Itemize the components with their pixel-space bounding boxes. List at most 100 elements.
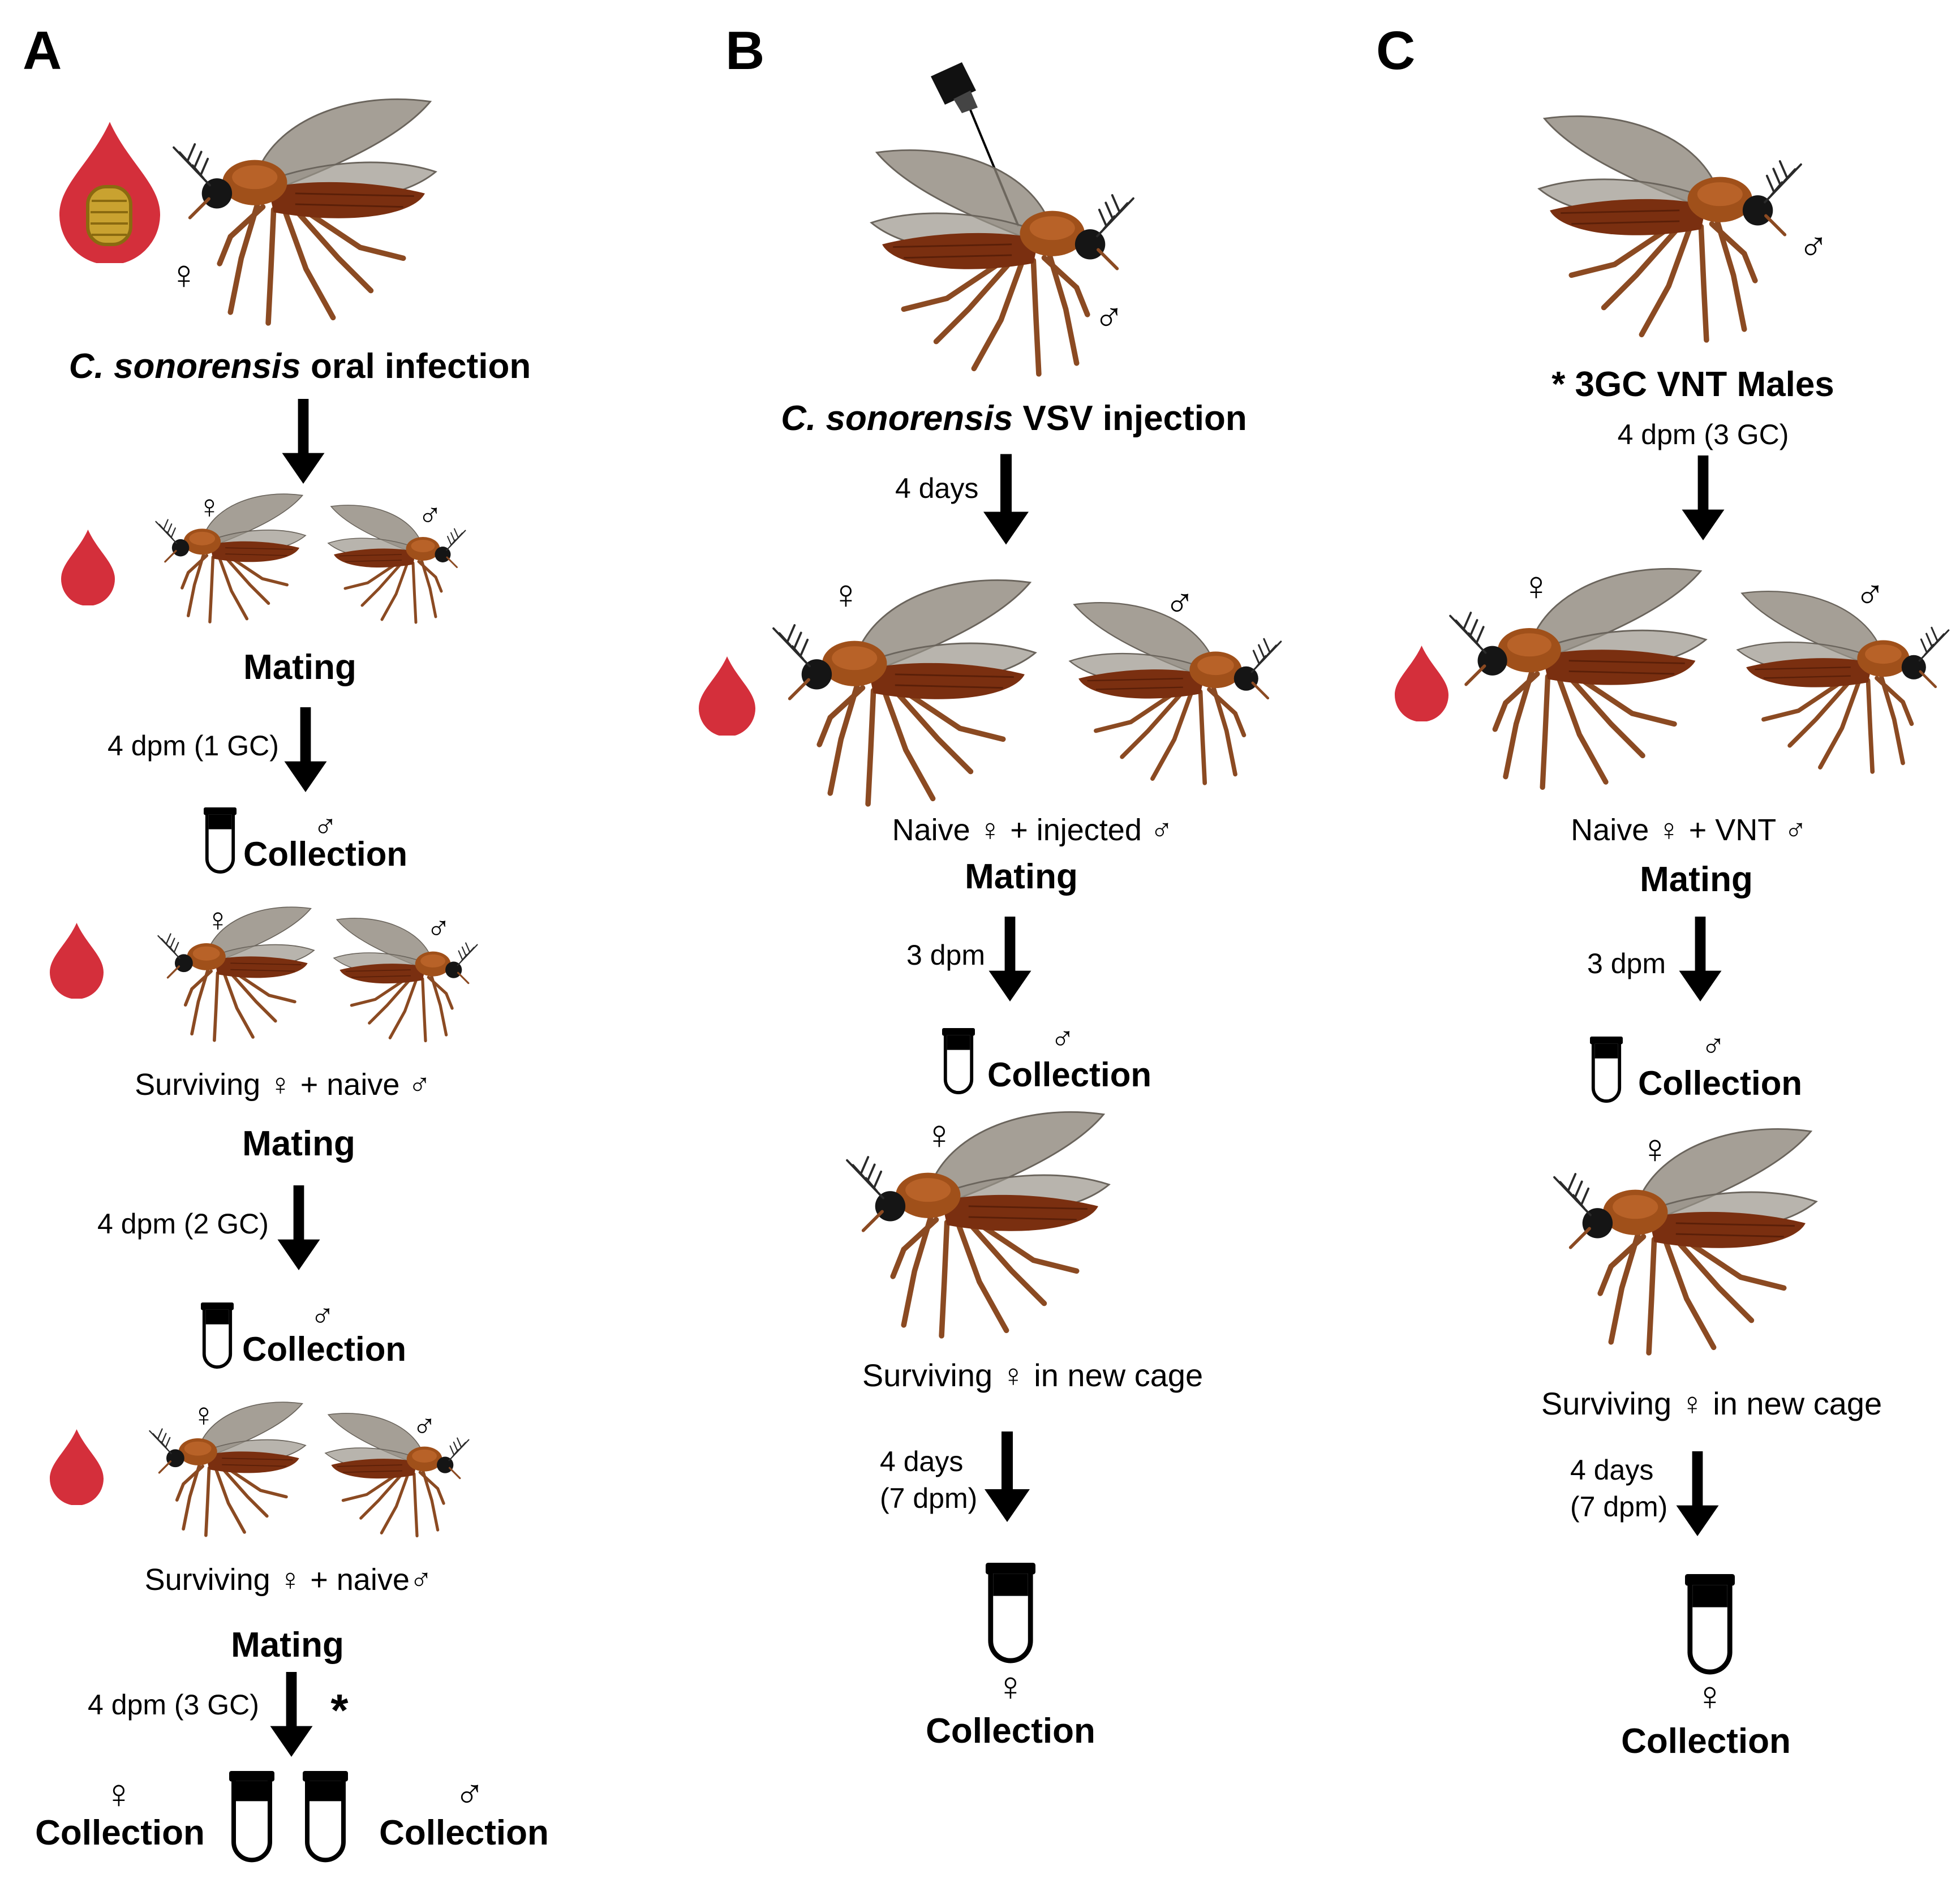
blood-drop-icon bbox=[61, 530, 115, 605]
mating-label: Mating bbox=[242, 1124, 355, 1163]
flow-arrow bbox=[1679, 917, 1722, 1001]
collection-tube-icon bbox=[1685, 1574, 1735, 1672]
male-symbol: ♂ bbox=[418, 497, 442, 534]
collection-label: Collection bbox=[1638, 1064, 1802, 1102]
panel-a-title: C. sonorensis oral infection bbox=[69, 347, 531, 386]
pair-label: Surviving ♀ + naive ♂ bbox=[135, 1068, 431, 1102]
significance-asterisk: * bbox=[330, 1685, 349, 1735]
male-symbol: ♂ bbox=[1164, 581, 1195, 626]
step-label: 4 dpm (1 GC) bbox=[108, 730, 279, 762]
blood-drop-icon bbox=[699, 656, 755, 736]
step-label: 4 dpm (3 GC) bbox=[1618, 419, 1789, 450]
blood-drop-icon bbox=[50, 923, 104, 999]
flow-arrow bbox=[270, 1672, 313, 1757]
female-symbol: ♀ bbox=[1521, 564, 1551, 609]
flow-arrow bbox=[282, 399, 325, 484]
step-label: 3 dpm bbox=[906, 939, 985, 971]
male-midge-icon bbox=[1738, 591, 1949, 772]
female-midge-icon bbox=[149, 1402, 306, 1535]
collection-label: Collection bbox=[1621, 1722, 1791, 1761]
panel-a: A ♀ C. sonorensis oral infection ♀ ♂ Mat… bbox=[23, 20, 549, 1860]
male-symbol: ♂ bbox=[1798, 224, 1829, 269]
flow-arrow bbox=[983, 454, 1029, 545]
step-label: 3 dpm bbox=[1587, 948, 1666, 979]
female-midge-icon bbox=[773, 580, 1035, 804]
blood-drop-icon bbox=[50, 1429, 104, 1505]
collection-tube-icon bbox=[204, 807, 237, 872]
female-midge-icon bbox=[158, 907, 314, 1040]
panel-a-letter: A bbox=[23, 20, 62, 81]
male-symbol: ♂ bbox=[454, 1772, 485, 1817]
male-symbol: ♂ bbox=[426, 910, 451, 947]
surviving-label: Surviving ♀ in new cage bbox=[1541, 1386, 1882, 1421]
male-midge-icon bbox=[334, 918, 478, 1041]
surviving-label: Surviving ♀ in new cage bbox=[862, 1357, 1203, 1393]
flow-arrow bbox=[1676, 1451, 1719, 1536]
flow-arrow bbox=[1682, 455, 1725, 540]
collection-label-male: Collection bbox=[379, 1813, 549, 1852]
collection-tube-icon bbox=[303, 1771, 348, 1860]
panel-c: C ♂ * 3GC VNT Males 4 dpm (3 GC) ♀ ♂ Nai… bbox=[1376, 20, 1949, 1761]
injection-needle-icon bbox=[931, 62, 1020, 227]
male-symbol: ♂ bbox=[1855, 572, 1885, 617]
male-symbol: ♂ bbox=[313, 808, 338, 845]
male-midge-icon bbox=[1070, 603, 1281, 783]
step-label: (7 dpm) bbox=[1570, 1491, 1667, 1523]
pair-label: Naive ♀ + injected ♂ bbox=[892, 813, 1174, 847]
collection-tube-icon bbox=[1590, 1037, 1623, 1101]
male-midge-icon bbox=[328, 505, 466, 622]
female-symbol: ♀ bbox=[169, 252, 199, 298]
panel-b: B ♂ C. sonorensis VSV injection 4 days ♀… bbox=[699, 20, 1281, 1751]
female-midge-icon bbox=[1554, 1129, 1816, 1353]
female-midge-icon bbox=[1450, 569, 1706, 787]
female-symbol: ♀ bbox=[1640, 1127, 1670, 1172]
flow-arrow bbox=[277, 1185, 320, 1270]
flow-arrow bbox=[985, 1431, 1030, 1522]
step-label: 4 days bbox=[880, 1446, 963, 1477]
step-label: 4 dpm (2 GC) bbox=[97, 1208, 269, 1240]
male-midge-icon bbox=[1539, 116, 1801, 340]
step-label: 4 days bbox=[895, 472, 978, 504]
male-symbol: ♂ bbox=[1094, 295, 1124, 340]
panel-c-title: * 3GC VNT Males bbox=[1551, 365, 1834, 404]
collection-tube-icon bbox=[201, 1302, 234, 1367]
step-label: 4 dpm (3 GC) bbox=[88, 1689, 259, 1721]
mating-label: Mating bbox=[231, 1626, 344, 1665]
collection-label: Collection bbox=[243, 835, 407, 873]
female-midge-icon bbox=[174, 99, 436, 323]
collection-label: Collection bbox=[242, 1330, 406, 1368]
female-symbol: ♀ bbox=[924, 1112, 955, 1158]
collection-tube-icon bbox=[942, 1028, 975, 1093]
female-symbol: ♀ bbox=[205, 901, 230, 938]
flow-arrow bbox=[284, 707, 327, 792]
male-symbol: ♂ bbox=[310, 1297, 335, 1334]
pair-label: Naive ♀ + VNT ♂ bbox=[1571, 813, 1807, 847]
male-symbol: ♂ bbox=[1701, 1028, 1726, 1064]
panel-b-letter: B bbox=[725, 20, 764, 81]
male-symbol: ♂ bbox=[412, 1408, 437, 1445]
male-midge-icon bbox=[325, 1413, 469, 1536]
collection-label: Collection bbox=[926, 1712, 1095, 1751]
step-label: (7 dpm) bbox=[880, 1482, 977, 1514]
mating-label: Mating bbox=[965, 857, 1078, 896]
collection-label: Collection bbox=[987, 1056, 1151, 1094]
blood-drop-icon bbox=[1395, 646, 1448, 721]
collection-label-female: Collection bbox=[35, 1813, 205, 1852]
female-symbol: ♀ bbox=[197, 488, 222, 525]
female-symbol: ♀ bbox=[191, 1396, 216, 1433]
mating-label: Mating bbox=[243, 648, 356, 687]
female-midge-icon bbox=[847, 1112, 1109, 1336]
flow-arrow bbox=[988, 917, 1031, 1001]
pair-label: Surviving ♀ + naive♂ bbox=[145, 1563, 433, 1597]
collection-tube-icon bbox=[986, 1563, 1035, 1661]
panel-b-title: C. sonorensis VSV injection bbox=[781, 399, 1247, 438]
panel-c-letter: C bbox=[1376, 20, 1415, 81]
mating-label: Mating bbox=[1640, 860, 1753, 899]
female-midge-icon bbox=[156, 494, 306, 622]
collection-tube-icon bbox=[229, 1771, 274, 1860]
step-label: 4 days bbox=[1570, 1454, 1653, 1486]
female-symbol: ♀ bbox=[831, 572, 861, 617]
female-symbol: ♀ bbox=[104, 1772, 134, 1817]
female-symbol: ♀ bbox=[1695, 1674, 1725, 1719]
